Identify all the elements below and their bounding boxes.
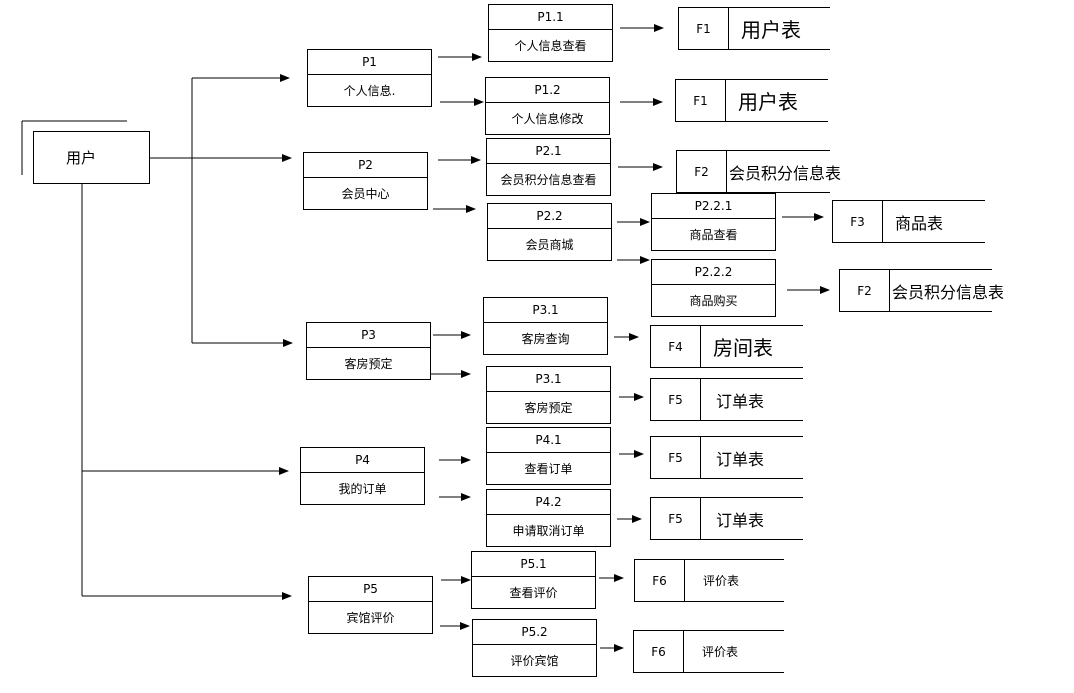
process-id: P3 (307, 323, 430, 348)
store-name: 订单表 (716, 391, 765, 411)
process-p2-1: P2.1 会员积分信息查看 (486, 138, 611, 196)
store-f1-b: F1 用户表 (675, 79, 828, 122)
process-name: 个人信息修改 (511, 112, 584, 126)
user-label: 用户 (66, 149, 97, 167)
process-p1-1: P1.1 个人信息查看 (488, 4, 613, 62)
process-id: P5.1 (472, 552, 595, 577)
store-name: 评价表 (702, 645, 739, 659)
process-id: P4 (301, 448, 424, 473)
process-p2-2-1: P2.2.1 商品查看 (651, 193, 776, 251)
store-name: 商品表 (895, 213, 944, 233)
process-name: 个人信息查看 (514, 39, 587, 53)
process-name: 会员积分信息查看 (500, 173, 597, 187)
process-id: P2.1 (487, 139, 610, 164)
store-f1-a: F1 用户表 (678, 7, 830, 50)
store-name: 用户表 (741, 18, 801, 42)
store-name: 评价表 (703, 574, 740, 588)
process-name: 评价宾馆 (510, 654, 559, 668)
process-id: P1.1 (489, 5, 612, 30)
store-name: 会员积分信息表 (729, 163, 842, 183)
store-f6-a: F6 评价表 (634, 559, 784, 602)
store-name: 订单表 (716, 510, 765, 530)
process-name: 查看订单 (524, 462, 573, 476)
process-p1: P1 个人信息. (307, 49, 432, 107)
process-name: 客房预定 (524, 401, 573, 415)
process-id: P2.2.1 (652, 194, 775, 219)
process-p3-1: P3.1 客房查询 (483, 297, 608, 355)
process-name: 商品查看 (689, 228, 738, 242)
store-f5-c: F5 订单表 (650, 497, 803, 540)
store-name: 房间表 (713, 336, 773, 360)
store-id: F2 (840, 270, 890, 311)
process-id: P1 (308, 50, 431, 75)
process-name: 商品购买 (689, 294, 738, 308)
process-name: 个人信息. (343, 84, 396, 98)
process-p2-2: P2.2 会员商城 (487, 203, 612, 261)
process-id: P3.1 (484, 298, 607, 323)
process-id: P5.2 (473, 620, 596, 645)
store-f5-a: F5 订单表 (650, 378, 803, 421)
process-id: P2.2 (488, 204, 611, 229)
store-id: F5 (651, 498, 701, 539)
process-name: 我的订单 (338, 482, 387, 496)
process-name: 宾馆评价 (346, 611, 395, 625)
process-p4-2: P4.2 申请取消订单 (486, 489, 611, 547)
store-id: F6 (634, 631, 684, 672)
store-f4: F4 房间表 (650, 325, 803, 368)
process-p3-1-book: P3.1 客房预定 (486, 366, 611, 424)
store-f2-a: F2 会员积分信息表 (676, 150, 842, 193)
process-p2: P2 会员中心 (303, 152, 428, 210)
process-p2-2-2: P2.2.2 商品购买 (651, 259, 776, 317)
process-name: 会员中心 (341, 187, 390, 201)
store-id: F3 (833, 201, 883, 242)
process-p5-2: P5.2 评价宾馆 (472, 619, 597, 677)
process-name: 客房预定 (344, 357, 393, 371)
process-name: 查看评价 (509, 586, 558, 600)
store-id: F5 (651, 379, 701, 420)
process-id: P2 (304, 153, 427, 178)
process-p1-2: P1.2 个人信息修改 (485, 77, 610, 135)
store-id: F2 (677, 151, 727, 192)
store-id: F1 (679, 8, 729, 49)
process-name: 客房查询 (521, 332, 570, 346)
process-p4: P4 我的订单 (300, 447, 425, 505)
process-id: P2.2.2 (652, 260, 775, 285)
process-id: P4.2 (487, 490, 610, 515)
store-id: F4 (651, 326, 701, 367)
store-id: F5 (651, 437, 701, 478)
store-name: 订单表 (716, 449, 765, 469)
store-name: 用户表 (738, 90, 798, 114)
user-entity: 用户 (33, 131, 150, 184)
process-p3: P3 客房预定 (306, 322, 431, 380)
store-f3: F3 商品表 (832, 200, 985, 243)
store-f5-b: F5 订单表 (650, 436, 803, 479)
process-p5-1: P5.1 查看评价 (471, 551, 596, 609)
process-name: 申请取消订单 (512, 524, 585, 538)
process-id: P5 (309, 577, 432, 602)
store-name: 会员积分信息表 (892, 282, 1005, 302)
process-id: P1.2 (486, 78, 609, 103)
process-name: 会员商城 (525, 238, 574, 252)
store-f2-b: F2 会员积分信息表 (839, 269, 1005, 312)
process-id: P4.1 (487, 428, 610, 453)
store-id: F6 (635, 560, 685, 601)
store-id: F1 (676, 80, 726, 121)
process-p4-1: P4.1 查看订单 (486, 427, 611, 485)
store-f6-b: F6 评价表 (633, 630, 784, 673)
process-id: P3.1 (487, 367, 610, 392)
process-p5: P5 宾馆评价 (308, 576, 433, 634)
